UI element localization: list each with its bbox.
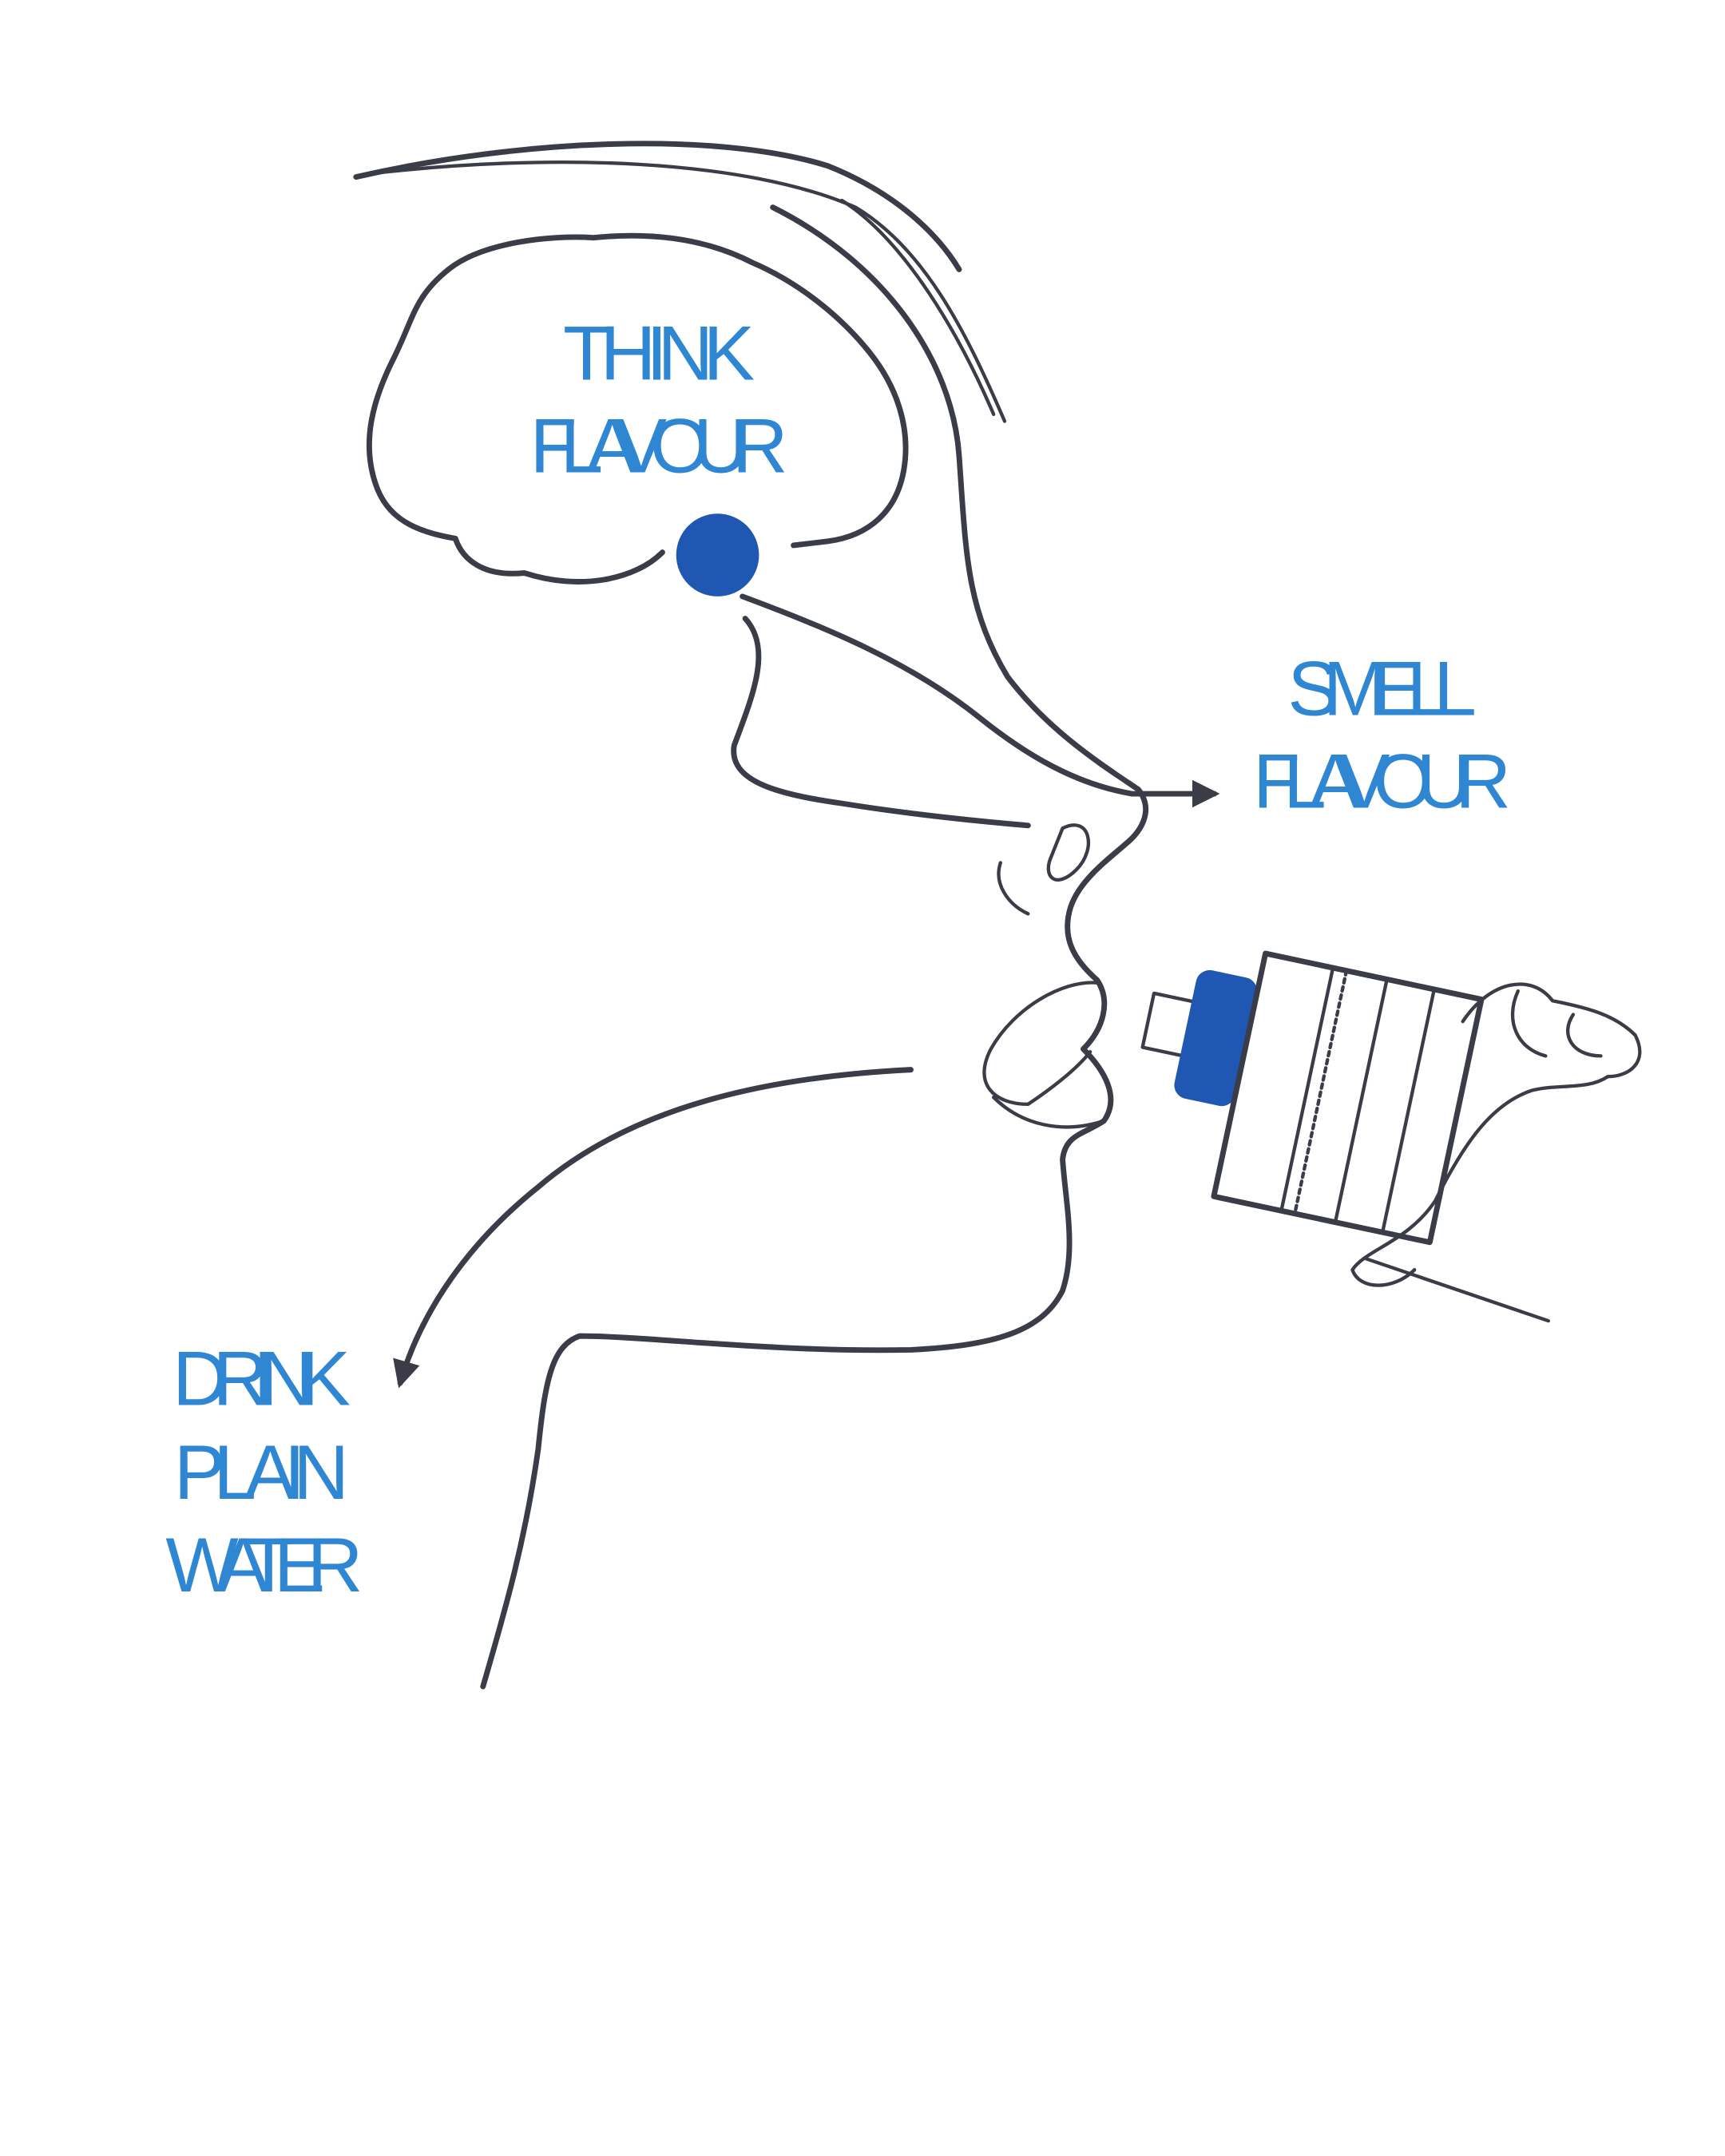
drink-plain-water-label: DRINK PLAIN WATER (165, 1335, 364, 1608)
smell-line-1: SMELL (1287, 645, 1477, 732)
think-line-1: THINK (563, 310, 756, 397)
drink-arrow (393, 1067, 914, 1389)
smell-line-2: FLAVOUR (1253, 737, 1513, 824)
brain-outline (366, 232, 909, 585)
think-line-2: FLAVOUR (530, 402, 790, 489)
hand (1350, 982, 1642, 1323)
head-hair-strokes (353, 141, 1007, 423)
brain-dot (676, 513, 759, 596)
smell-nerve-line (740, 593, 1220, 808)
water-bottle (1140, 950, 1485, 1246)
drink-line-1: DRINK (172, 1335, 352, 1422)
drink-line-2: PLAIN (174, 1429, 351, 1516)
drink-line-3: WATER (165, 1521, 364, 1608)
smell-flavour-label: SMELL FLAVOUR (1253, 645, 1513, 825)
think-flavour-label: THINK FLAVOUR (530, 310, 790, 489)
nostril (997, 823, 1090, 916)
lips (982, 981, 1106, 1129)
retronasal-line (731, 616, 1031, 829)
